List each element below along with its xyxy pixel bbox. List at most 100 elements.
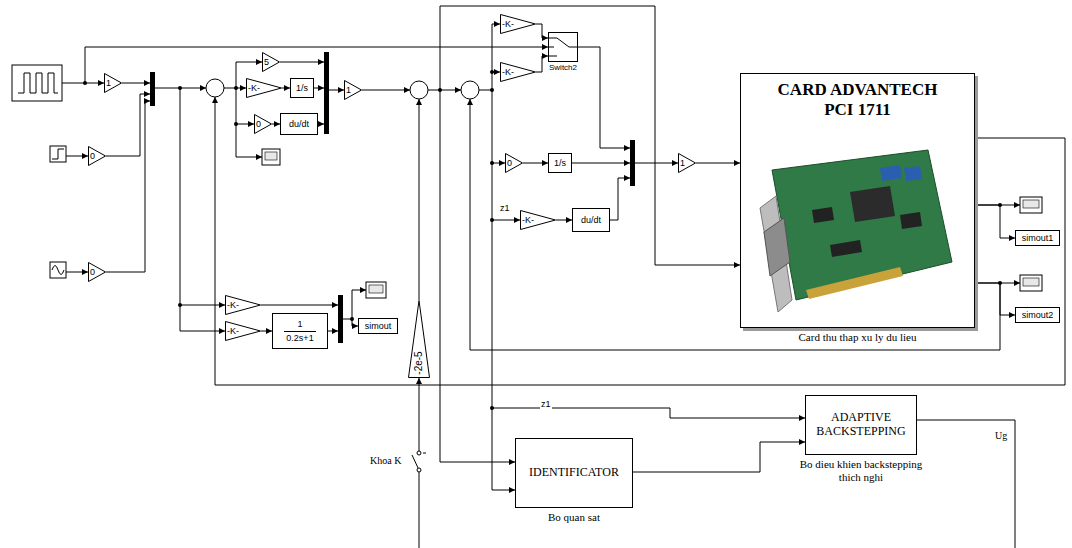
wire	[470, 99, 1000, 350]
signal-connector	[261, 331, 272, 332]
gain-block: -K-	[246, 78, 282, 98]
wire	[635, 163, 678, 164]
signal-connector	[696, 163, 740, 164]
to-workspace-block: simout	[358, 318, 398, 334]
gain-value: 1	[346, 86, 351, 95]
label-patch: z1	[540, 394, 552, 410]
block-title: ADAPTIVE BACKSTEPPING	[811, 411, 911, 439]
block-label: du/dt	[581, 216, 601, 225]
gain-value: -K-	[502, 20, 514, 29]
wire	[236, 157, 262, 158]
wire	[419, 99, 420, 300]
wire	[362, 90, 410, 91]
gain-block: -K-	[500, 62, 536, 82]
gain-outline	[345, 81, 362, 100]
wire	[428, 90, 461, 91]
scope-block	[1020, 275, 1042, 291]
gain-value: -K-	[248, 84, 260, 93]
wire	[280, 62, 324, 63]
wire	[328, 331, 338, 332]
block-label: 1/s	[296, 84, 308, 93]
gain-value: -K-	[502, 68, 514, 77]
block-label: du/dt	[289, 120, 309, 129]
gain-block: 0	[88, 262, 106, 282]
gain-value: 0	[90, 152, 95, 161]
gain-value: 5	[264, 58, 269, 67]
pcb-dsub-connector	[764, 218, 790, 276]
wire	[314, 88, 324, 89]
gain-outline	[89, 263, 106, 282]
wire	[440, 90, 515, 462]
numerator: 1	[297, 320, 302, 329]
sine-source	[50, 262, 66, 278]
junction-dot	[490, 70, 494, 74]
controller-block: ADAPTIVE BACKSTEPPINGBo dieu khien backs…	[805, 395, 917, 484]
label-patch: z1	[499, 198, 511, 214]
gain-block: -K-	[520, 210, 556, 230]
wire	[236, 124, 254, 125]
daq-card: CARD ADVANTECH PCI 1711Card thu thap xu …	[740, 73, 975, 344]
junction-dot	[490, 88, 494, 92]
pcb-chip	[830, 240, 862, 257]
to-workspace-block: simout1	[1015, 230, 1060, 246]
sum-block	[461, 81, 479, 99]
mux-blocks	[150, 52, 635, 343]
wire	[492, 24, 515, 490]
card-frame: CARD ADVANTECH PCI 1711	[740, 73, 975, 328]
mux-block	[324, 52, 329, 134]
scope-screen	[369, 285, 383, 293]
signal-name: z1	[541, 399, 551, 409]
step-source	[50, 146, 66, 162]
junction-dot	[490, 406, 494, 410]
signal-connector	[536, 24, 548, 38]
gain-block: 0	[88, 146, 106, 166]
junction-dot	[234, 122, 238, 126]
gain-value: 1	[106, 79, 111, 88]
transfer-function-block: 10.2s+1	[272, 313, 328, 349]
gain-block: 0	[254, 114, 272, 134]
gain-value: -2e-5	[414, 351, 424, 374]
gain-outline	[501, 15, 536, 34]
signal-connector	[975, 283, 1015, 315]
scope-block	[262, 149, 280, 165]
gain-block: -2e-5	[408, 300, 430, 378]
gain-block: -K-	[225, 295, 261, 315]
gain-outline	[409, 301, 430, 378]
gain-outline	[255, 115, 272, 134]
wire	[66, 156, 88, 157]
gain-value: 0	[256, 120, 261, 129]
scope-block	[366, 282, 386, 298]
wire	[85, 47, 548, 83]
block-caption: Bo dieu khien backstepping thich nghi	[799, 458, 924, 484]
switch-lever	[412, 446, 426, 476]
junction-dot	[490, 218, 494, 222]
scope-screen	[1023, 200, 1039, 208]
switch-contact	[417, 468, 421, 472]
junction-dot	[178, 303, 182, 307]
wire	[261, 305, 338, 306]
gain-value: 0	[90, 268, 95, 277]
switch-icon	[549, 33, 577, 61]
switch-block: Switch2	[548, 32, 578, 73]
block-caption: Bo quan sat	[515, 511, 633, 524]
sine-icon	[52, 266, 64, 275]
gain-value: 0	[507, 159, 512, 168]
pcb-bracket	[760, 196, 792, 312]
wire	[106, 94, 150, 156]
pcb-board	[772, 150, 952, 300]
gain-value: -K-	[227, 327, 239, 336]
wire	[352, 290, 366, 291]
gain-outline	[521, 211, 556, 230]
switch-icon	[405, 446, 433, 476]
card-title: CARD ADVANTECH PCI 1711	[775, 80, 940, 119]
wire	[215, 97, 1065, 385]
observer-frame: IDENTIFICATOR	[515, 438, 633, 508]
gain-value: 1	[680, 159, 685, 168]
pcb-chip	[850, 186, 895, 222]
mux-block	[630, 140, 635, 186]
gain-block: 0	[505, 153, 523, 173]
step-icon	[52, 149, 64, 159]
block-label: simout	[365, 322, 392, 331]
gain-outline	[89, 147, 106, 166]
